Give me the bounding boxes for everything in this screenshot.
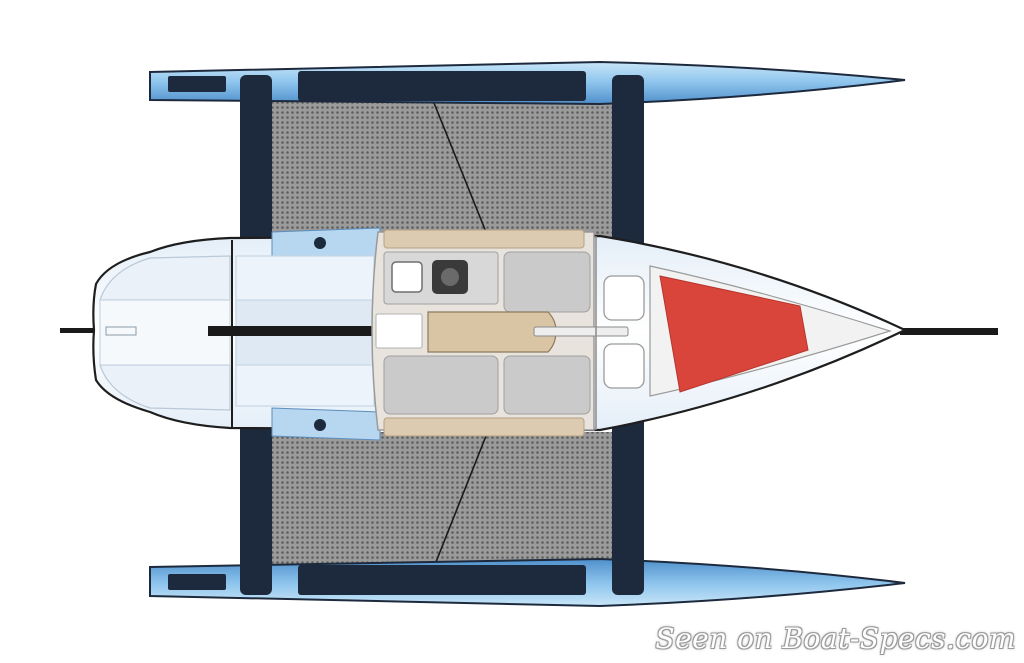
net-line-bottom [431, 435, 487, 573]
sink [391, 261, 423, 293]
traveller-bar [208, 326, 378, 336]
tiller [60, 328, 120, 333]
net-line-top [431, 97, 487, 233]
sail-bag-icon [659, 275, 809, 393]
net-bottom [258, 432, 630, 572]
cushion-top-right [503, 251, 591, 313]
companionway-step [375, 313, 423, 349]
float-bottom-panel-1 [168, 574, 226, 590]
winch-bottom [314, 419, 326, 431]
beam-aft-bottom [240, 410, 272, 595]
beam-fwd-bottom [612, 410, 644, 595]
float-top [149, 60, 906, 106]
float-bottom [149, 557, 906, 608]
pillow-top [603, 275, 645, 321]
cockpit-sole-mark [105, 326, 137, 336]
net-top [258, 95, 630, 237]
watermark: Seen on Boat-Specs.com [655, 622, 1016, 655]
pillow-bottom [603, 343, 645, 389]
bowsprit [900, 328, 998, 335]
float-top-panel-1 [168, 76, 226, 92]
float-bottom-panel-2 [298, 565, 586, 595]
bench-top [383, 229, 585, 249]
float-top-panel-2 [298, 71, 586, 101]
beam-aft-top [240, 75, 272, 260]
cushion-bottom-right [503, 355, 591, 415]
trampoline-nets [258, 95, 630, 573]
beam-fwd-top [612, 75, 644, 260]
bench-bottom [383, 417, 585, 437]
winch-top [314, 237, 326, 249]
main-hull [60, 227, 998, 441]
cushion-bottom-left [383, 355, 499, 415]
beams [240, 75, 644, 595]
stove-burner [441, 268, 459, 286]
daggerboard-slot [533, 326, 629, 337]
side-deck-bottom [271, 407, 381, 441]
